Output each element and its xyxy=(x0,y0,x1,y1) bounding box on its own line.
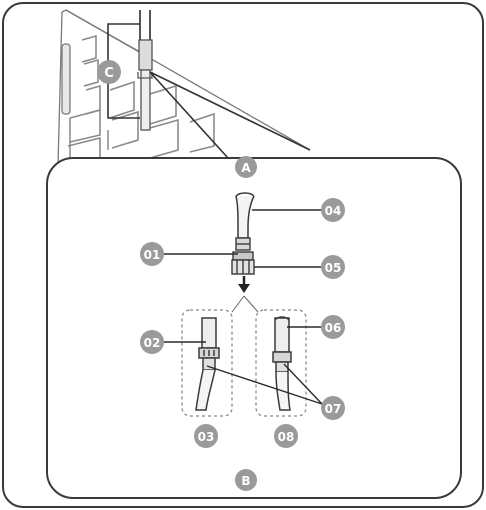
svg-text:04: 04 xyxy=(325,204,342,218)
callout-07: 07 xyxy=(321,396,345,420)
svg-text:02: 02 xyxy=(144,336,161,350)
svg-text:03: 03 xyxy=(198,430,215,444)
callout-05: 05 xyxy=(321,255,345,279)
callout-b: B xyxy=(235,469,257,491)
svg-text:08: 08 xyxy=(278,430,295,444)
detail-panel xyxy=(47,158,461,498)
callout-04: 04 xyxy=(321,198,345,222)
svg-text:06: 06 xyxy=(325,321,342,335)
svg-text:05: 05 xyxy=(325,261,342,275)
callout-01: 01 xyxy=(140,242,164,266)
svg-text:01: 01 xyxy=(144,248,161,262)
svg-text:C: C xyxy=(104,66,114,81)
svg-text:B: B xyxy=(241,474,250,488)
svg-text:A: A xyxy=(241,161,251,175)
upper-fitting xyxy=(232,238,254,274)
callout-02: 02 xyxy=(140,330,164,354)
callout-a: A xyxy=(235,156,257,178)
svg-text:07: 07 xyxy=(325,402,342,416)
callout-08: 08 xyxy=(274,424,298,448)
callout-06: 06 xyxy=(321,315,345,339)
callout-03: 03 xyxy=(194,424,218,448)
callout-c: C xyxy=(97,60,121,84)
